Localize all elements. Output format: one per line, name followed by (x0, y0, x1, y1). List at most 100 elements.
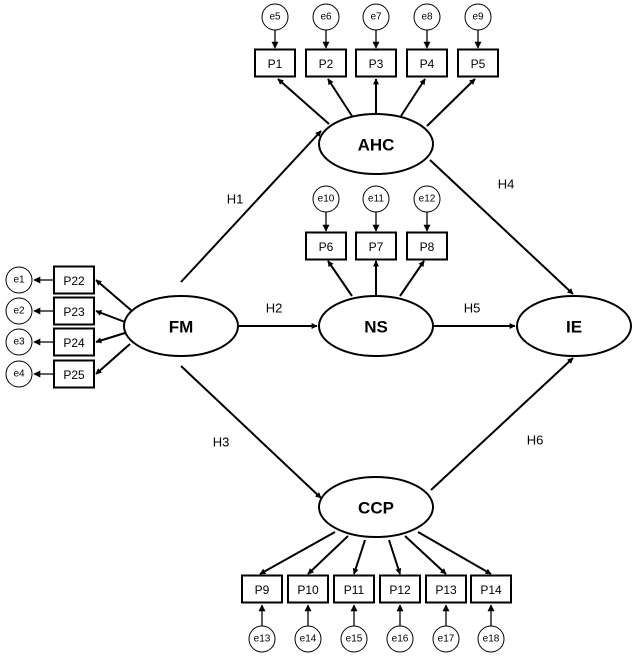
error-e11: e11 (362, 185, 390, 213)
latent-ellipse (123, 295, 239, 357)
loading-ccp-5 (404, 535, 447, 575)
indicator-p24: P24 (53, 327, 95, 357)
error-label: e7 (370, 12, 382, 23)
error-circle (312, 185, 340, 213)
error-label: e18 (483, 634, 500, 645)
error-circle (5, 328, 33, 356)
error-circle (432, 625, 460, 653)
indicator-box (333, 574, 375, 604)
indicator-p7: P7 (355, 231, 397, 261)
error-label: e2 (13, 306, 25, 317)
latent-label: CCP (358, 499, 394, 518)
error-label: e15 (346, 634, 363, 645)
loading-fm-4 (95, 343, 131, 375)
error-e9: e9 (464, 3, 492, 31)
hypothesis-label-h2: H2 (266, 301, 283, 316)
error-label: e11 (368, 194, 384, 205)
error-e15: e15 (340, 625, 368, 653)
loading-ccp-3 (352, 539, 366, 575)
loading-fm-3 (95, 332, 126, 344)
indicator-label: P11 (344, 583, 365, 597)
indicator-p9: P9 (241, 574, 283, 604)
loading-ccp-1 (259, 531, 336, 575)
error-label: e14 (300, 634, 317, 645)
indicator-p3: P3 (355, 48, 397, 78)
indicator-label: P4 (420, 57, 435, 71)
indicator-box (406, 48, 448, 78)
loading-ccp-6 (417, 531, 492, 575)
indicator-label: P23 (63, 305, 85, 319)
hypothesis-label-h3: H3 (213, 435, 230, 450)
error-e12: e12 (413, 185, 441, 213)
indicator-p12: P12 (379, 574, 421, 604)
indicator-label: P7 (369, 240, 384, 254)
error-circle (340, 625, 368, 653)
latent-ccp: CCP (318, 476, 434, 538)
error-label: e16 (392, 634, 409, 645)
loading-ahc-1 (277, 78, 330, 125)
indicator-label: P13 (435, 583, 457, 597)
indicator-p11: P11 (333, 574, 375, 604)
indicator-label: P25 (63, 368, 85, 382)
indicator-label: P24 (63, 336, 85, 350)
indicator-box (457, 48, 499, 78)
loading-ns-3 (399, 260, 425, 297)
loading-ahc-2 (327, 78, 353, 117)
indicator-label: P12 (389, 583, 411, 597)
latent-ns: NS (318, 295, 434, 357)
indicator-p14: P14 (470, 574, 512, 604)
loading-fm-2 (95, 310, 126, 323)
indicator-label: P5 (471, 57, 486, 71)
latent-ellipse (516, 295, 632, 357)
hypothesis-label-h5: H5 (464, 301, 481, 316)
indicator-box (425, 574, 467, 604)
error-label: e13 (254, 634, 271, 645)
latent-ie: IE (516, 295, 632, 357)
indicator-label: P3 (369, 57, 384, 71)
loading-ccp-2 (307, 535, 349, 575)
indicator-p10: P10 (287, 574, 329, 604)
indicator-box (305, 48, 347, 78)
loading-ns-1 (327, 260, 353, 297)
error-e14: e14 (294, 625, 322, 653)
indicator-box (355, 48, 397, 78)
error-circle (5, 266, 33, 294)
error-label: e1 (13, 275, 25, 286)
indicator-p2: P2 (305, 48, 347, 78)
latent-label: NS (364, 318, 388, 337)
path-h1 (180, 130, 322, 283)
error-circle (362, 3, 390, 31)
indicator-box (53, 265, 95, 295)
error-label: e6 (320, 12, 332, 23)
indicator-label: P10 (297, 583, 319, 597)
error-e16: e16 (386, 625, 414, 653)
indicator-box (406, 231, 448, 261)
latent-label: IE (566, 318, 582, 337)
indicator-box (379, 574, 421, 604)
error-label: e3 (13, 337, 25, 348)
path-h3 (180, 365, 322, 499)
hypothesis-label-h4: H4 (498, 177, 515, 192)
error-circle (362, 185, 390, 213)
latent-ellipse (318, 113, 434, 175)
latent-fm: FM (123, 295, 239, 357)
error-e17: e17 (432, 625, 460, 653)
error-circle (386, 625, 414, 653)
error-circle (464, 3, 492, 31)
path-h4 (429, 159, 574, 295)
indicator-p22: P22 (53, 265, 95, 295)
loading-ahc-4 (400, 78, 426, 117)
error-label: e10 (318, 194, 335, 205)
error-circle (5, 360, 33, 388)
indicator-box (254, 48, 296, 78)
error-e10: e10 (312, 185, 340, 213)
latent-label: FM (169, 318, 194, 337)
indicator-box (470, 574, 512, 604)
error-e7: e7 (362, 3, 390, 31)
indicator-p1: P1 (254, 48, 296, 78)
error-e8: e8 (413, 3, 441, 31)
error-circle (248, 625, 276, 653)
indicator-label: P9 (255, 583, 270, 597)
indicator-label: P1 (268, 57, 283, 71)
